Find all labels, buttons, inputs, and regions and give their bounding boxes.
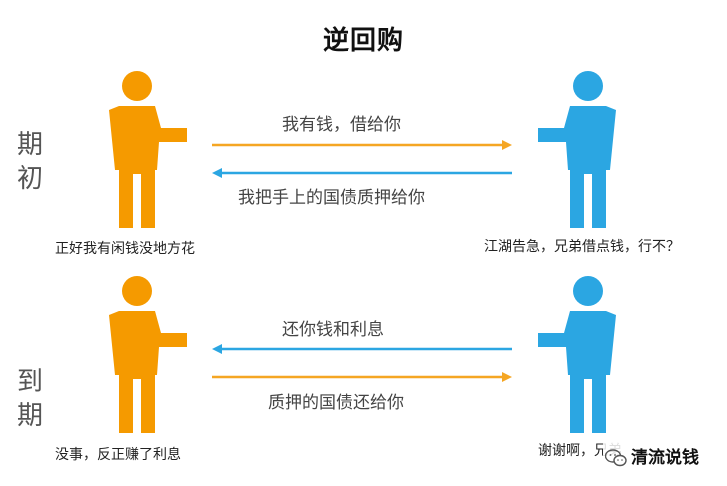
message-pledge-bonds: 我把手上的国债质押给你: [238, 188, 425, 208]
phase-label-maturity: 到 期: [10, 365, 50, 433]
message-lend-money: 我有钱，借给你: [282, 115, 401, 135]
person-icon: [530, 70, 630, 230]
lender-caption-initial: 正好我有闲钱没地方花: [55, 241, 195, 257]
arrow-left-icon: [212, 344, 512, 354]
message-repay-money: 还你钱和利息: [282, 320, 384, 340]
arrow-pledge-bonds: [212, 166, 512, 180]
lender-figure-initial: [95, 70, 195, 230]
person-icon: [95, 275, 195, 435]
phase-char: 期: [16, 130, 43, 160]
phase-char: 初: [16, 164, 43, 194]
arrow-right-icon: [212, 140, 512, 150]
watermark: 清流说钱: [603, 443, 701, 468]
phase-label-initial: 期 初: [10, 128, 50, 196]
lender-figure-maturity: [95, 275, 195, 435]
phase-char: 到: [16, 367, 43, 397]
message-return-bonds: 质押的国债还给你: [268, 393, 404, 413]
borrower-figure-maturity: [530, 275, 630, 435]
arrow-lend-money: [212, 138, 512, 152]
person-icon: [530, 275, 630, 435]
watermark-text: 清流说钱: [631, 448, 699, 468]
person-icon: [95, 70, 195, 230]
phase-char: 期: [16, 401, 43, 431]
arrow-right-icon: [212, 372, 512, 382]
borrower-figure-initial: [530, 70, 630, 230]
borrower-caption-maturity: 谢谢啊，兄弟: [538, 443, 622, 459]
lender-caption-maturity: 没事，反正赚了利息: [55, 447, 181, 463]
arrow-return-bonds: [212, 370, 512, 384]
diagram-title: 逆回购: [322, 26, 404, 56]
arrow-left-icon: [212, 168, 512, 178]
borrower-caption-initial: 江湖告急，兄弟借点钱，行不？: [484, 239, 680, 255]
arrow-repay-money: [212, 342, 512, 356]
wechat-icon: [605, 449, 627, 467]
